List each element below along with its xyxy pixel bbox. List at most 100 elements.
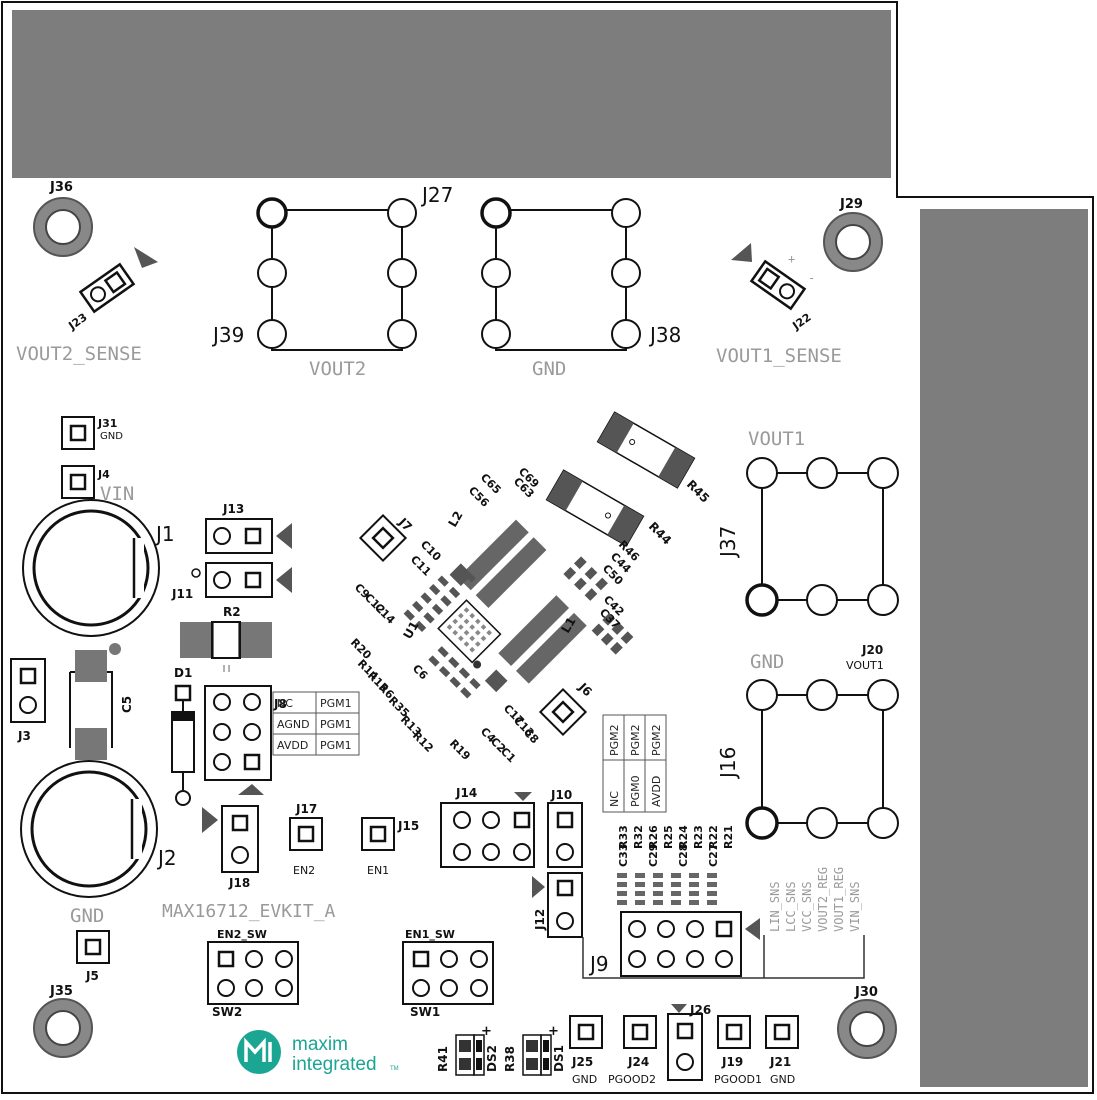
polarity-plus-j22: + (788, 252, 795, 266)
ref-bottom-row2: C33 (617, 844, 630, 867)
ref-j15: J15 (397, 819, 419, 833)
testpoint-j7 (358, 513, 408, 563)
pgm2-table-cell: PGM2 (650, 724, 663, 756)
ref-bottom-row1: R22 (707, 825, 720, 849)
ref-l2: L2 (445, 509, 465, 530)
ref-r2: R2 (223, 605, 241, 619)
label-pgood1: PGOOD1 (714, 1073, 762, 1086)
ref-j26: J26 (689, 1003, 711, 1017)
j9-signal-label: LCC_SNS (784, 881, 798, 932)
ref-bottom-row1: R24 (677, 825, 690, 849)
ref-j36: J36 (49, 180, 73, 195)
ref-j12: J12 (533, 909, 547, 931)
power-stage (403, 519, 634, 699)
header-j10 (547, 802, 583, 868)
resistor-r2 (180, 621, 272, 672)
ref-j35: J35 (49, 984, 73, 999)
logo-text-integrated: integrated (292, 1054, 377, 1075)
ref-j30: J30 (854, 985, 878, 1000)
ref-j11: J11 (171, 587, 193, 601)
polarity-plus-ds2: + (481, 1024, 492, 1039)
mounting-hole-j36 (33, 197, 93, 257)
ref-bottom-row2: C29 (647, 844, 660, 867)
diode-d1 (171, 684, 195, 806)
testpoint-j21 (765, 1015, 799, 1049)
ref-j5: J5 (85, 969, 99, 983)
ref-j19: J19 (721, 1055, 743, 1069)
header-j12 (532, 872, 583, 938)
pgm2-table-cell: PGM2 (608, 724, 621, 756)
terminal-vout2 (256, 197, 417, 351)
label-gnd-small: GND (100, 431, 123, 442)
j8-table-cell: NC (277, 697, 293, 710)
label-gnd-bottom2: GND (770, 1073, 795, 1086)
ref-r44: R44 (646, 519, 674, 547)
ref-sw1: SW1 (410, 1005, 440, 1019)
header-j14 (440, 792, 535, 868)
label-gnd-right: GND (750, 651, 784, 673)
header-j8 (204, 685, 272, 795)
label-gnd-bottom1: GND (572, 1073, 597, 1086)
ref-j16: J16 (716, 747, 740, 780)
j9-signal-label: VOUT1_REG (832, 867, 846, 932)
terminal-gnd (480, 197, 641, 351)
j9-signal-bracket (582, 935, 865, 979)
pgm2-table-cell: PGM2 (629, 724, 642, 756)
label-en2-sw: EN2_SW (217, 928, 267, 941)
ref-j13: J13 (222, 502, 244, 516)
ref-d1: D1 (174, 666, 192, 680)
label-en1: EN1 (367, 864, 389, 877)
ref-j6: J6 (575, 680, 595, 700)
header-j9 (620, 911, 760, 977)
label-vout1-sense: VOUT1_SENSE (716, 345, 842, 367)
board-name: MAX16712_EVKIT_A (162, 901, 336, 922)
maxim-logo-icon (237, 1030, 281, 1074)
j8-config-table (272, 691, 360, 756)
mounting-hole-j29 (823, 212, 883, 272)
ref-j2: J2 (156, 846, 177, 870)
ref-j3: J3 (17, 729, 31, 743)
ref-j21: J21 (769, 1055, 791, 1069)
label-vout2: VOUT2 (309, 358, 366, 380)
ref-ds1: DS1 (552, 1045, 566, 1072)
ref-bottom-row1: R33 (617, 825, 630, 849)
pin1-marker-j22 (731, 243, 752, 262)
header-j23 (78, 262, 136, 314)
label-vin: VIN (100, 483, 134, 505)
ref-cluster-left: R20 (348, 636, 374, 662)
ref-cluster-left: R12 (410, 729, 436, 755)
ref-cluster-left: C6 (410, 662, 431, 683)
j9-signal-label: VOUT2_REG (816, 867, 830, 932)
header-j26 (667, 1004, 703, 1081)
mounting-hole-j30 (837, 999, 897, 1059)
pin1-marker-j23 (134, 247, 158, 268)
pgm2-table-cell: PGM0 (629, 775, 642, 807)
testpoint-j19 (717, 1015, 751, 1049)
pgm2-table-cell: NC (608, 791, 621, 807)
ref-sw2: SW2 (212, 1005, 242, 1019)
label-pgood2: PGOOD2 (608, 1073, 656, 1086)
ref-j8: J8 (273, 697, 287, 711)
ref-cluster-left: R19 (447, 737, 473, 763)
testpoint-j5 (76, 930, 110, 964)
ref-j29: J29 (839, 197, 863, 212)
header-j3 (10, 658, 46, 723)
ref-bottom-row2: C27 (707, 844, 720, 867)
ref-r41: R41 (436, 1046, 450, 1072)
label-en2: EN2 (293, 864, 315, 877)
led-ds2 (455, 1034, 485, 1076)
switch-sw2 (207, 941, 299, 1005)
polarity-plus-ds1: + (548, 1024, 559, 1039)
ref-j25: J25 (571, 1055, 593, 1069)
testpoint-j24 (623, 1015, 657, 1049)
logo-text-maxim: maxim (292, 1034, 348, 1055)
resistor-r44 (545, 469, 645, 547)
j9-signal-label: VIN_SNS (848, 881, 862, 932)
ref-bottom-row1: R26 (647, 825, 660, 849)
ref-j14: J14 (455, 786, 477, 800)
ref-bottom-row1: R23 (692, 825, 705, 849)
ref-bottom-row1: R32 (632, 825, 645, 849)
testpoint-j15 (361, 817, 395, 851)
label-vout1-small: VOUT1 (846, 659, 884, 672)
